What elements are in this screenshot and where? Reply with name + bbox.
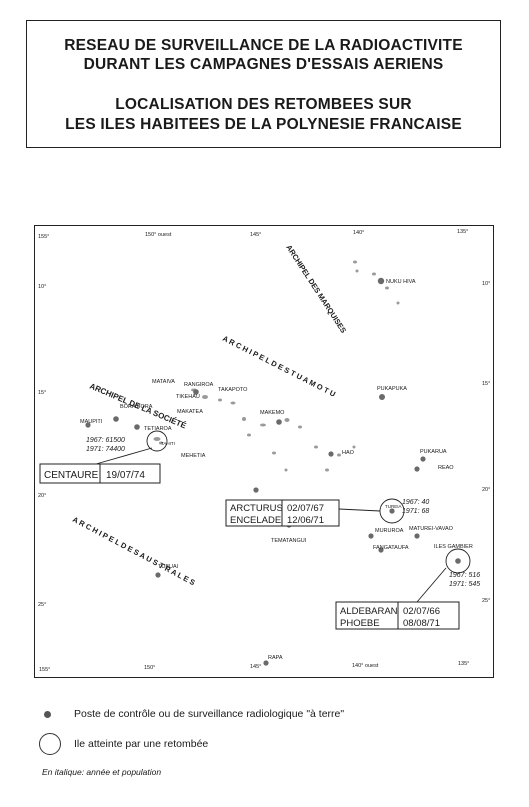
station-fangataufa — [378, 547, 384, 553]
station-gambier — [455, 558, 461, 564]
polynesia-map: 155° 150° ouest 145° 140° 135° 155° 150°… — [38, 229, 490, 673]
label-tetiaroa: TETIAROA — [144, 426, 172, 432]
legend-affected-label: Ile atteinte par une retombée — [74, 738, 209, 750]
tureia-pop-1967: 1967: 40 — [402, 499, 429, 506]
gambier-pop-1971: 1971: 545 — [449, 581, 480, 588]
station-hao — [328, 451, 334, 457]
tahiti-pop-1967: 1967: 61500 — [86, 437, 125, 444]
label-maturei-vavao: MATUREI-VAVAO — [409, 526, 454, 532]
lon-tick-bottom-145: 145° — [250, 664, 261, 670]
lon-tick-bottom-140: 140° ouest — [352, 663, 379, 669]
legend-affected-icon — [39, 733, 61, 755]
event-centaure-name: CENTAURE — [44, 470, 99, 481]
label-reao: REAO — [438, 465, 454, 471]
event-box-arcturus-encelade: ARCTURUS 02/07/67 ENCELADE 12/06/71 — [225, 499, 340, 527]
event-phoebe-date: 08/08/71 — [403, 618, 440, 629]
station-tematangui — [253, 487, 259, 493]
label-pukarua: PUKARUA — [420, 449, 447, 455]
gambier-pop-1967: 1967: 516 — [449, 572, 480, 579]
event-aldebaran-name: ALDEBARAN — [340, 606, 398, 617]
map-frame — [34, 225, 494, 678]
station-tetiaroa — [134, 424, 140, 430]
label-maupiti: MAUPITI — [80, 419, 103, 425]
station-rapa — [263, 660, 269, 666]
station-mururoa — [368, 533, 374, 539]
label-tureia: TUREIA — [385, 504, 402, 509]
lon-tick-top-140: 140° — [353, 230, 364, 236]
tahiti-pop-1971: 1971: 74400 — [86, 446, 125, 453]
event-box-aldebaran-phoebe: ALDEBARAN 02/07/66 PHOEBE 08/08/71 — [335, 601, 460, 630]
title-line-1: RESEAU DE SURVEILLANCE DE LA RADIOACTIVI… — [64, 37, 463, 54]
lon-tick-bottom-135: 135° — [458, 661, 469, 667]
label-tikehau: TIKEHAU — [176, 394, 200, 400]
station-pukapuka — [379, 394, 385, 400]
event-centaure-date: 19/07/74 — [106, 470, 145, 481]
label-fangataufa: FANGATAUFA — [373, 545, 409, 551]
station-reao — [414, 466, 420, 472]
event-arcturus-date: 02/07/67 — [287, 503, 324, 514]
title-line-3: LOCALISATION DES RETOMBEES SUR — [115, 96, 412, 113]
label-rangiroa: RANGIROA — [184, 382, 214, 388]
title-line-2: DURANT LES CAMPAGNES D'ESSAIS AERIENS — [83, 56, 444, 73]
lon-tick-top-145: 145° — [250, 232, 261, 238]
event-encelade-date: 12/06/71 — [287, 515, 324, 526]
label-makemo: MAKEMO — [260, 410, 285, 416]
title-box: RESEAU DE SURVEILLANCE DE LA RADIOACTIVI… — [26, 20, 501, 148]
lat-tick-left-10: 10° — [38, 284, 46, 290]
label-takapoto: TAKAPOTO — [218, 387, 248, 393]
label-bora-bora: BORA BORA — [120, 404, 153, 410]
station-nuku-hiva — [377, 277, 385, 285]
station-maupiti — [85, 422, 91, 428]
label-pukapuka: PUKAPUKA — [377, 386, 407, 392]
affected-circle-gambier — [445, 548, 471, 574]
event-box-centaure: CENTAURE 19/07/74 — [39, 463, 161, 484]
lat-tick-right-10: 10° — [482, 281, 490, 287]
station-bora-bora — [113, 416, 119, 422]
legend-note: En italique: année et population — [42, 767, 162, 777]
label-rapa: RAPA — [268, 655, 283, 661]
tureia-pop-1971: 1971: 68 — [402, 508, 429, 515]
label-mehetia: MEHETIA — [181, 453, 206, 459]
label-marquises: ARCHIPEL DES MARQUISES — [284, 243, 348, 334]
lat-tick-left-20: 20° — [38, 493, 46, 499]
label-tematangui: TEMATANGUI — [271, 538, 307, 544]
label-tubuai: TUBUAI — [158, 564, 179, 570]
station-rangiroa — [193, 389, 199, 395]
lat-tick-left-25: 25° — [38, 602, 46, 608]
station-maturei-vavao — [414, 533, 420, 539]
station-tureia — [389, 508, 395, 514]
title-line-4: LES ILES HABITEES DE LA POLYNESIE FRANCA… — [65, 116, 462, 133]
lon-tick-top-150: 150° ouest — [145, 232, 172, 238]
lon-tick-bottom-150: 150° — [144, 665, 155, 671]
event-aldebaran-date: 02/07/66 — [403, 606, 440, 617]
station-makemo — [276, 419, 282, 425]
label-makatea: MAKATEA — [177, 409, 203, 415]
label-mururoa: MURUROA — [375, 528, 404, 534]
lon-tick-top-155: 155° — [38, 234, 49, 240]
station-tubuai — [155, 572, 161, 578]
event-phoebe-name: PHOEBE — [340, 618, 380, 629]
lon-tick-bottom-155: 155° — [39, 667, 50, 673]
label-nuku-hiva: NUKU HIVA — [386, 279, 416, 285]
label-australes: A R C H I P E L D E S A U S T R A L E S — [71, 515, 197, 587]
label-iles-gambier: ILES GAMBIER — [434, 544, 473, 550]
label-mataiva: MATAIVA — [152, 379, 175, 385]
event-encelade-name: ENCELADE — [230, 515, 281, 526]
legend-station-label: Poste de contrôle ou de surveillance rad… — [74, 708, 345, 720]
lat-tick-left-15: 15° — [38, 390, 46, 396]
label-tahiti: TAHITI — [161, 441, 175, 446]
label-hao: HAO — [342, 450, 355, 456]
lat-tick-right-25: 25° — [482, 598, 490, 604]
lat-tick-right-20: 20° — [482, 487, 490, 493]
event-arcturus-name: ARCTURUS — [230, 503, 283, 514]
affected-circle-tahiti — [146, 430, 168, 452]
lon-tick-top-135: 135° — [457, 229, 468, 235]
legend-station-icon — [44, 711, 51, 718]
lat-tick-right-15: 15° — [482, 381, 490, 387]
station-pukarua — [420, 456, 426, 462]
